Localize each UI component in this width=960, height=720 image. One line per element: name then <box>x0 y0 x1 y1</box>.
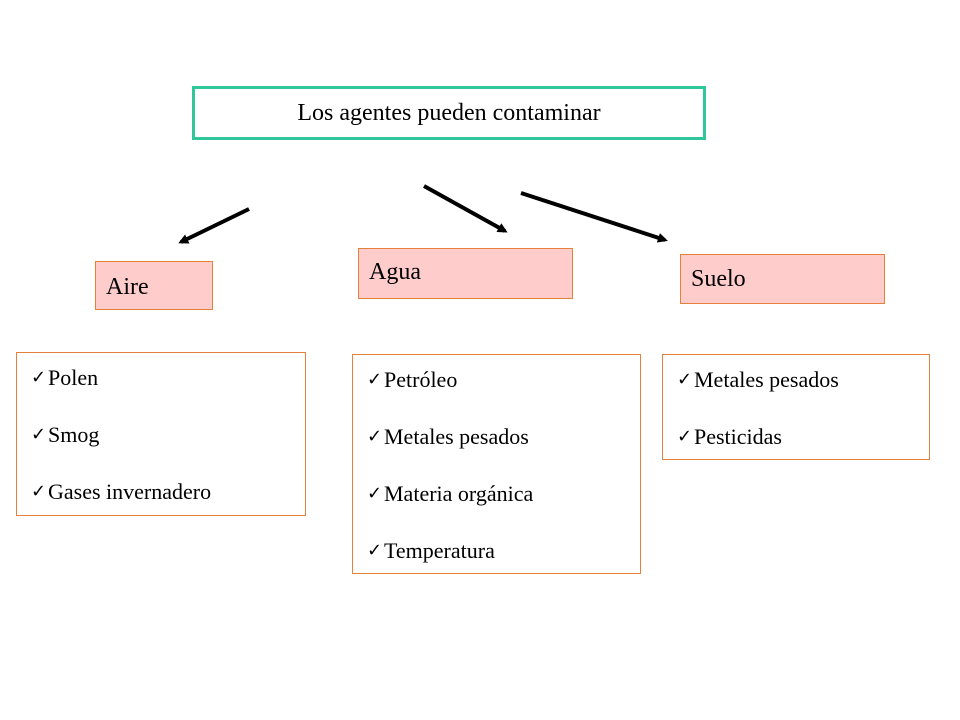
checkmark-icon: ✓ <box>31 367 47 388</box>
checkmark-icon: ✓ <box>677 369 693 390</box>
arrow-to-agua <box>423 184 508 233</box>
checkmark-icon: ✓ <box>367 369 383 390</box>
list-item-text: Metales pesados <box>694 367 839 392</box>
list-item-text: Petróleo <box>384 367 458 392</box>
list-item: ✓Smog <box>31 420 305 477</box>
list-item: ✓Materia orgánica <box>367 479 640 536</box>
category-suelo: Suelo <box>680 254 885 304</box>
list-item-text: Gases invernadero <box>48 479 212 504</box>
diagram-title: Los agentes pueden contaminar <box>297 99 601 126</box>
diagram-title-box: Los agentes pueden contaminar <box>192 86 706 140</box>
list-item: ✓Metales pesados <box>367 422 640 479</box>
list-item: ✓Metales pesados <box>677 365 929 422</box>
list-item-text: Metales pesados <box>384 424 529 449</box>
category-aire: Aire <box>95 261 213 310</box>
list-item: ✓Petróleo <box>367 365 640 422</box>
list-agua: ✓Petróleo ✓Metales pesados ✓Materia orgá… <box>352 354 641 574</box>
list-item-text: Temperatura <box>384 538 495 563</box>
list-item-text: Pesticidas <box>694 424 782 449</box>
list-item: ✓Pesticidas <box>677 422 929 479</box>
checkmark-icon: ✓ <box>677 426 693 447</box>
checkmark-icon: ✓ <box>367 426 383 447</box>
checkmark-icon: ✓ <box>31 424 47 445</box>
list-item-text: Polen <box>48 365 99 390</box>
list-suelo: ✓Metales pesados ✓Pesticidas <box>662 354 930 460</box>
list-item-text: Materia orgánica <box>384 481 534 506</box>
list-item: ✓Temperatura <box>367 536 640 593</box>
list-aire: ✓Polen ✓Smog ✓Gases invernadero <box>16 352 306 516</box>
category-agua: Agua <box>358 248 573 299</box>
checkmark-icon: ✓ <box>367 483 383 504</box>
list-item: ✓Polen <box>31 363 305 420</box>
checkmark-icon: ✓ <box>367 540 383 561</box>
list-item-text: Smog <box>48 422 100 447</box>
checkmark-icon: ✓ <box>31 481 47 502</box>
category-suelo-label: Suelo <box>691 265 746 292</box>
category-aire-label: Aire <box>106 274 149 300</box>
category-agua-label: Agua <box>369 259 421 285</box>
list-item: ✓Gases invernadero <box>31 477 305 534</box>
arrow-to-aire <box>178 207 250 244</box>
arrow-to-suelo <box>520 191 668 243</box>
